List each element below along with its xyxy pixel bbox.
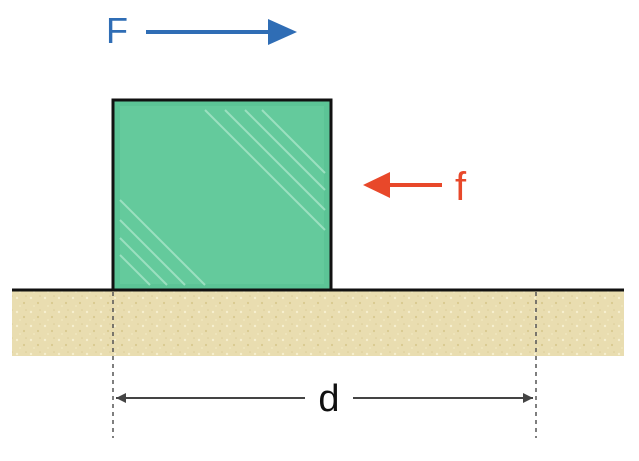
dimension-arrow-right-icon (523, 393, 533, 403)
dimension-arrow-left-icon (116, 393, 126, 403)
block (111, 98, 333, 292)
arrow-right-icon (146, 19, 297, 45)
applied-force-label: F (106, 10, 128, 51)
displacement-dimension: d (112, 292, 537, 438)
block-glass-highlights (119, 109, 326, 286)
ground (12, 290, 624, 356)
friction-force-label: f (455, 165, 467, 209)
arrow-left-icon (363, 172, 442, 198)
displacement-label: d (318, 378, 339, 420)
